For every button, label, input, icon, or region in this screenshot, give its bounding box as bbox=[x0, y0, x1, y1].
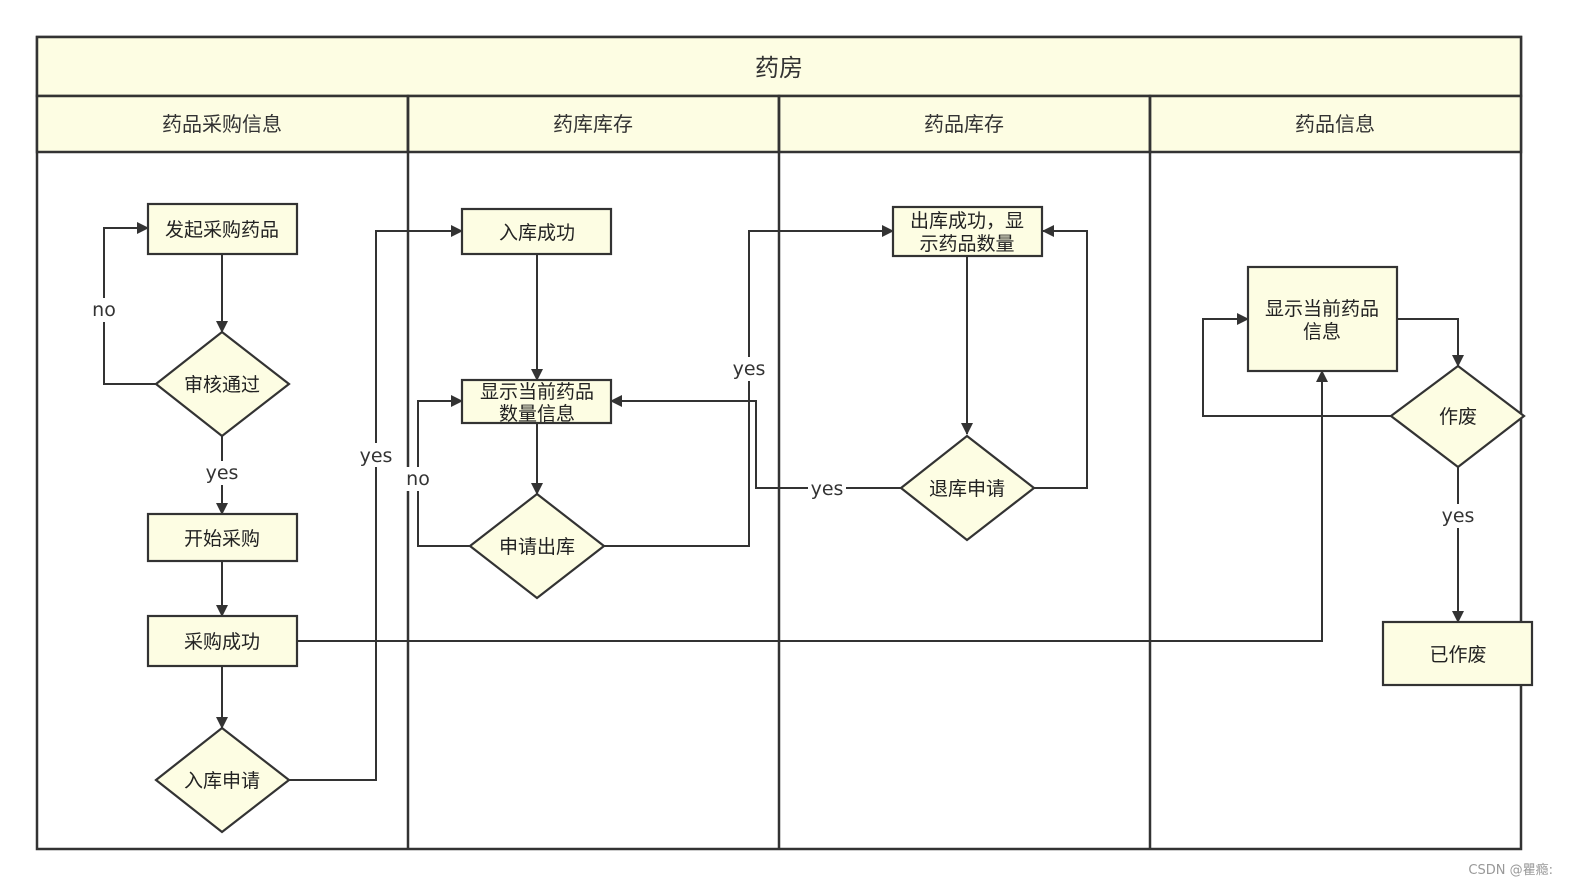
label-bg bbox=[88, 298, 122, 322]
node-label: 退库申请 bbox=[929, 478, 1005, 500]
edge-label-return-yes: yes bbox=[811, 478, 844, 500]
edge-void-loop bbox=[1202, 313, 1391, 417]
edge-return-loop bbox=[1034, 225, 1088, 489]
lane-header-3 bbox=[777, 94, 1152, 154]
edge-label-review-yes: yes bbox=[206, 462, 239, 484]
edge-label-outbound-yes: yes bbox=[733, 358, 766, 380]
edge-apply-yes bbox=[604, 225, 894, 547]
lane-label-3: 药品库存 bbox=[924, 112, 1004, 136]
label-bg bbox=[1439, 504, 1477, 528]
node-label: 已作废 bbox=[1429, 644, 1486, 666]
node-inbound-success[interactable]: 入库成功 bbox=[460, 207, 613, 256]
node-start-purchase-request[interactable]: 发起采购药品 bbox=[146, 202, 299, 256]
lane-label-1: 药品采购信息 bbox=[162, 112, 282, 136]
pool-header bbox=[35, 35, 1523, 98]
lane-header-1 bbox=[35, 94, 410, 154]
label-bg bbox=[730, 357, 768, 381]
node-start-purchase[interactable]: 开始采购 bbox=[146, 512, 299, 563]
label-bg bbox=[357, 443, 395, 467]
node-label: 申请出库 bbox=[499, 536, 575, 558]
edge-label-review-no: no bbox=[92, 299, 116, 321]
node-show-warehouse-qty[interactable]: 显示当前药品 数量信息 bbox=[460, 378, 613, 425]
edge-label-inbound-yes: yes bbox=[360, 445, 393, 467]
label-bg bbox=[808, 477, 846, 501]
label-bg bbox=[402, 467, 434, 491]
edge-label-outbound-no: no bbox=[406, 468, 430, 490]
node-label: 开始采购 bbox=[184, 528, 260, 550]
node-show-drug-info[interactable]: 显示当前药品 信息 bbox=[1246, 265, 1399, 373]
decision-inbound-request[interactable]: 入库申请 bbox=[154, 726, 291, 834]
node-voided[interactable]: 已作废 bbox=[1381, 620, 1534, 687]
node-label: 发起采购药品 bbox=[165, 219, 279, 241]
node-label: 入库申请 bbox=[184, 770, 260, 792]
edge-label-void-yes: yes bbox=[1442, 505, 1475, 527]
decision-return-request[interactable]: 退库申请 bbox=[899, 434, 1036, 542]
node-label-line1: 出库成功，显 bbox=[910, 210, 1024, 232]
edge-purchase-to-drug-info bbox=[298, 370, 1328, 642]
decision-void[interactable]: 作废 bbox=[1389, 364, 1526, 469]
label-bg bbox=[203, 461, 241, 485]
node-label: 采购成功 bbox=[184, 631, 260, 653]
decision-apply-outbound[interactable]: 申请出库 bbox=[468, 492, 606, 600]
node-label-line1: 显示当前药品 bbox=[480, 381, 594, 403]
watermark: CSDN @瞿瘾: bbox=[1468, 862, 1553, 878]
pool-title: 药房 bbox=[755, 54, 803, 82]
node-label: 入库成功 bbox=[499, 222, 575, 244]
node-label-line2: 信息 bbox=[1303, 321, 1341, 343]
lane-label-2: 药库库存 bbox=[553, 112, 633, 136]
node-label-line1: 显示当前药品 bbox=[1265, 298, 1379, 320]
node-label-line2: 示药品数量 bbox=[919, 233, 1014, 255]
node-purchase-success[interactable]: 采购成功 bbox=[146, 614, 299, 668]
node-label: 审核通过 bbox=[184, 374, 260, 396]
decision-review-pass[interactable]: 审核通过 bbox=[154, 330, 291, 438]
node-label-line2: 数量信息 bbox=[499, 403, 575, 425]
node-outbound-success[interactable]: 出库成功，显 示药品数量 bbox=[891, 205, 1044, 258]
node-label: 作废 bbox=[1439, 406, 1477, 428]
lane-label-4: 药品信息 bbox=[1295, 112, 1375, 136]
edge-info-to-void bbox=[1396, 318, 1464, 367]
edge-inbound-yes bbox=[289, 225, 463, 781]
